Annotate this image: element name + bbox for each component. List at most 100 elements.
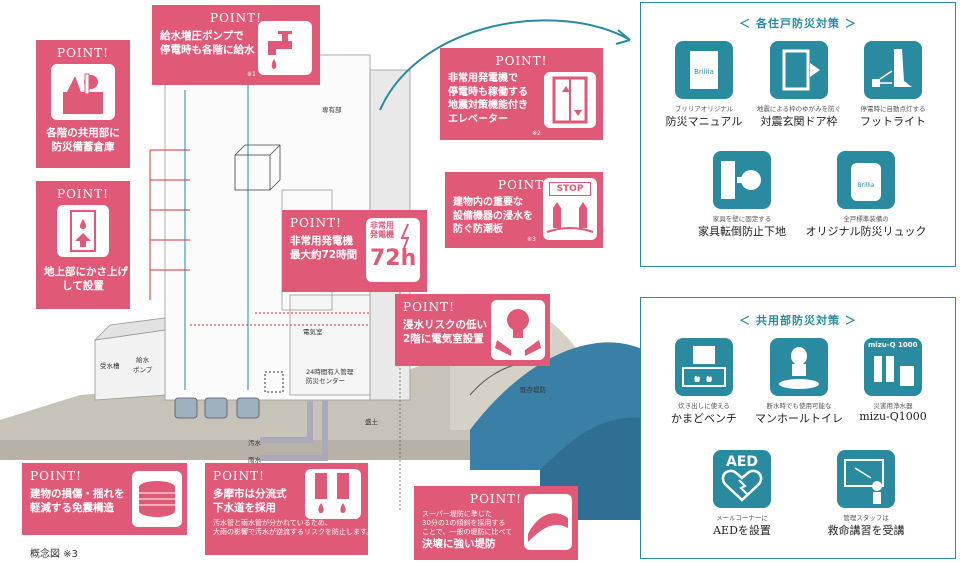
point-heading: POINT! [213, 469, 265, 483]
item-sub: ブリリアオリジナル [674, 105, 734, 113]
item-main: 防災マニュアル [665, 115, 743, 128]
cooking-bench-icon [675, 338, 733, 396]
unit-item-foot-light: 停電時に自動点灯する フットライト [833, 41, 953, 129]
point-heading: POINT! [290, 216, 342, 230]
label-management-center: 24時間有人管理 防災センター [306, 368, 354, 386]
point-water-pump: POINT! 給水増圧ポンプで 停電時も各階に給水 ※1 [152, 5, 320, 85]
point-text: 非常用発電機で 停電時も稼働する 地震対策機能付き エレベーター [448, 73, 528, 125]
diagram-caption: 概念図 ※3 [30, 549, 78, 560]
item-sub: 家具を壁に固定する [712, 215, 772, 223]
point-generator: POINT! 非常用発電機 最大約72時間 非常用 発電機 72h [282, 210, 427, 292]
water-purifier-icon: mizu-Q 1000 [864, 338, 922, 396]
brand-text: mizu-Q 1000 [868, 341, 918, 349]
common-item-water-purifier: mizu-Q 1000 災害用浄水器 mizu-Q1000 [833, 338, 953, 423]
point-text: 建物の損傷・揺れを 軽減する免震構造 [30, 488, 125, 515]
point-storage: POINT! 各階の共用部に 防災備蓄倉庫 [36, 40, 130, 168]
brand-text: Brillia [694, 68, 714, 76]
item-sub: 地震による枠のゆがみを防ぐ [756, 105, 842, 113]
label-receiving-tank: 受水槽 [100, 362, 120, 370]
generator-72h-icon: 非常用 発電機 72h [366, 218, 420, 282]
foot-light-icon [864, 41, 922, 99]
point-flood-panel: POINT! 建物内の重要な 設備機器の浸水を 防ぐ防潮板 ※3 STOP [445, 172, 603, 248]
isolator-icon [132, 471, 182, 527]
label-water-pump: 給水 ポンプ [133, 356, 153, 374]
unit-item-backpack: Brillia 全戸標準装備の オリジナル防災リュック [801, 151, 931, 239]
point-sewer: POINT! 多摩市は分流式 下水道を採用 汚水管と雨水管が分かれているため、 … [205, 463, 373, 555]
point-text: 給水増圧ポンプで 停電時も各階に給水 [160, 30, 255, 57]
backpack-icon: Brillia [837, 151, 895, 209]
item-main: 救命講習を受講 [827, 524, 905, 537]
label-sewage: 汚水 [248, 439, 261, 447]
lightbulb-hands-icon [491, 300, 545, 360]
unit-item-door-frame: 地震による枠のゆがみを防ぐ 対震玄関ドア枠 [739, 41, 859, 129]
training-icon [837, 450, 895, 508]
panel-title: ＜ 共用部防災対策 ＞ [739, 314, 857, 327]
item-sub: メールコーナーに [716, 514, 768, 522]
point-heading: POINT! [403, 300, 455, 314]
point-heading: POINT! [57, 46, 109, 60]
emergency-kit-icon [51, 64, 115, 120]
unit-measures-panel: ＜ 各住戸防災対策 ＞ Brillia ブリリアオリジナル 防災マニュアル 地震… [640, 2, 956, 267]
label-private-area: 専有部 [322, 106, 342, 114]
item-sub: 断水時でも使用可能な [766, 402, 832, 410]
common-item-training: 管理スタッフは 救命講習を受講 [801, 450, 931, 538]
item-sub: 全戸標準装備の [843, 215, 889, 223]
panel-title: ＜ 各住戸防災対策 ＞ [739, 17, 857, 30]
item-main: オリジナル防災リュック [805, 225, 927, 238]
point-text: 多摩市は分流式 下水道を採用 [213, 488, 287, 515]
point-text: 非常用発電機 最大約72時間 [290, 235, 358, 262]
item-main: 家具転倒防止下地 [698, 225, 786, 238]
label-fill: 盛土 [365, 418, 378, 426]
point-text: 地上部にかさ上げ して設置 [44, 266, 128, 293]
point-electric-room: POINT! 浸水リスクの低い 2階に電気室設置 [395, 294, 550, 366]
manhole-toilet-icon [770, 338, 828, 396]
item-main: フットライト [860, 115, 926, 128]
item-sub: 炊き出しに使える [678, 402, 730, 410]
generator-badge-72h: 72h [370, 246, 417, 271]
unit-item-furniture-anchor: 家具を壁に固定する 家具転倒防止下地 [682, 151, 802, 239]
levee-icon [524, 494, 572, 550]
faucet-icon [258, 21, 312, 75]
item-main: かまどベンチ [671, 412, 737, 425]
common-item-aed: AED メールコーナーに AEDを設置 [682, 450, 802, 538]
label-rainwater: 雨水 [248, 456, 261, 464]
point-elevator: POINT! 非常用発電機で 停電時も稼働する 地震対策機能付き エレベーター … [440, 48, 603, 140]
label-existing-levee: 既存堤防 [520, 386, 546, 394]
stop-badge: STOP [549, 182, 591, 196]
door-frame-icon [770, 41, 828, 99]
point-heading: POINT! [470, 492, 522, 506]
item-main: AEDを設置 [713, 524, 771, 537]
stop-hands-icon: STOP [543, 178, 597, 240]
furniture-anchor-icon [713, 151, 771, 209]
point-note: ※3 [527, 236, 536, 243]
item-sub: 管理スタッフは [843, 514, 889, 522]
aed-icon: AED [713, 450, 771, 508]
common-item-cooking-bench: 炊き出しに使える かまどベンチ [644, 338, 764, 426]
item-main: 対震玄関ドア枠 [760, 115, 838, 128]
point-text: 浸水リスクの低い 2階に電気室設置 [403, 319, 487, 346]
item-sub: 停電時に自動点灯する [860, 105, 926, 113]
point-note: ※2 [532, 130, 541, 137]
point-note: ※1 [247, 71, 256, 78]
point-heading: POINT! [30, 469, 82, 483]
raise-arrow-icon [57, 205, 109, 257]
unit-item-manual: Brillia ブリリアオリジナル 防災マニュアル [644, 41, 764, 129]
point-subtext: スーパー堤防に準じた 30分の1の傾斜を採用する ことで、一般の堤防に比べて [422, 510, 513, 537]
item-sub: 災害用浄水器 [873, 402, 913, 410]
point-heading: POINT! [495, 54, 548, 68]
point-heading: POINT! [498, 178, 550, 192]
point-raise: POINT! 地上部にかさ上げ して設置 [36, 181, 130, 309]
item-main: mizu-Q1000 [859, 410, 927, 423]
generator-badge-top: 非常用 発電機 [370, 221, 394, 239]
point-heading: POINT! [57, 187, 109, 201]
aed-brand: AED [725, 454, 759, 470]
point-text: 建物内の重要な 設備機器の浸水を 防ぐ防潮板 [453, 197, 533, 235]
pipes-icon [305, 469, 361, 519]
point-levee: POINT! スーパー堤防に準じた 30分の1の傾斜を採用する ことで、一般の堤… [414, 486, 578, 560]
point-text: 決壊に強い堤防 [422, 538, 496, 551]
item-main: マンホールトイレ [755, 412, 843, 425]
svg-text:Brillia: Brillia [858, 182, 875, 189]
point-text: 各階の共用部に 防災備蓄倉庫 [46, 127, 120, 154]
common-measures-panel: ＜ 共用部防災対策 ＞ 炊き出しに使える かまどベンチ 断水時でも使用可能な マ… [640, 297, 956, 559]
